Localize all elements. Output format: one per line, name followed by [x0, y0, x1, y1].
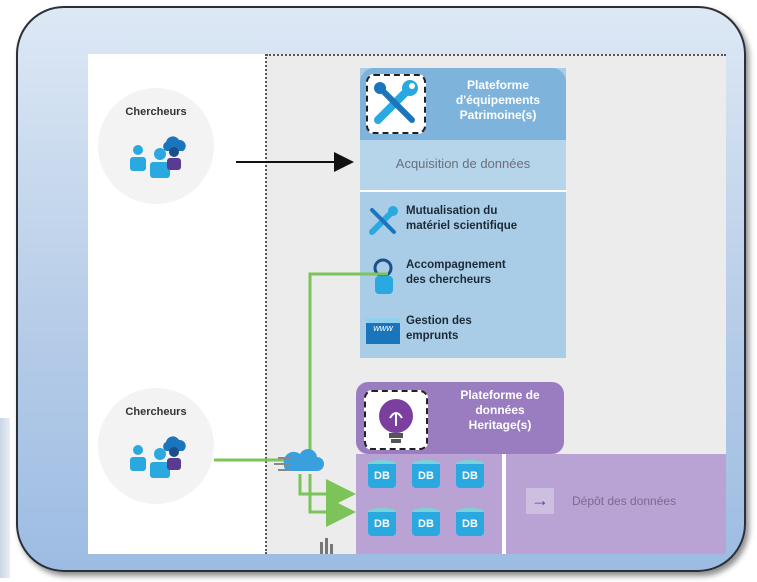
www-icon-label: www [373, 323, 393, 333]
cloud-upload-icon [274, 449, 324, 471]
acquisition-label: Acquisition de données [360, 140, 566, 192]
equipment-platform-header: Plateforme d'équipements Patrimoine(s) [360, 68, 566, 140]
database-label: DB [456, 464, 484, 488]
researchers-icon [130, 436, 186, 478]
support-person-icon [373, 258, 393, 294]
database-label: DB [368, 512, 396, 536]
www-icon: www [366, 318, 400, 344]
database-label: DB [456, 512, 484, 536]
database-icon: DB [368, 460, 396, 490]
zone-divider-horizontal [266, 54, 726, 56]
diagram-canvas: Chercheurs Chercheurs [88, 54, 726, 554]
arrow-right-icon: → [526, 488, 554, 514]
database-label: DB [368, 464, 396, 488]
data-deposit-panel: → Dépôt des données [502, 454, 726, 554]
data-deposit-label: Dépôt des données [572, 494, 677, 508]
cloud-to-db-line-2 [308, 474, 356, 527]
database-icon: DB [368, 508, 396, 538]
database-icon: DB [456, 508, 484, 538]
tools-icon [366, 74, 426, 134]
lightbulb-icon [364, 390, 428, 450]
tools-icon [369, 206, 398, 235]
bar-chart-icon [320, 538, 333, 554]
slide-frame: Chercheurs Chercheurs [16, 6, 746, 572]
researcher-group-top: Chercheurs [98, 88, 214, 204]
service-item-label: Accompagnement des chercheurs [406, 259, 506, 286]
researcher-group-bottom: Chercheurs [98, 388, 214, 504]
left-edge-strip [0, 418, 10, 578]
database-icon: DB [412, 460, 440, 490]
data-platform-title: Plateforme de données Heritage(s) [460, 388, 540, 432]
database-label: DB [412, 464, 440, 488]
cloud-to-db-line-1 [298, 474, 356, 509]
data-platform-header: Plateforme de données Heritage(s) [356, 382, 564, 454]
service-item-label: Mutualisation du matériel scientifique [406, 205, 518, 232]
database-icon: DB [412, 508, 440, 538]
researcher-label: Chercheurs [125, 406, 187, 418]
equipment-platform: Plateforme d'équipements Patrimoine(s) A… [360, 68, 566, 358]
zone-divider-vertical [265, 54, 267, 554]
cloud-to-support-line [308, 272, 388, 454]
equipment-platform-title: Plateforme d'équipements Patrimoine(s) [455, 78, 541, 122]
researcher-label: Chercheurs [125, 106, 187, 118]
database-area: DB DB DB DB DB DB [356, 454, 502, 554]
database-label: DB [412, 512, 440, 536]
database-icon: DB [456, 460, 484, 490]
researchers-icon [130, 136, 186, 178]
connector-lines [214, 152, 388, 554]
service-item-label: Gestion des emprunts [406, 315, 472, 342]
